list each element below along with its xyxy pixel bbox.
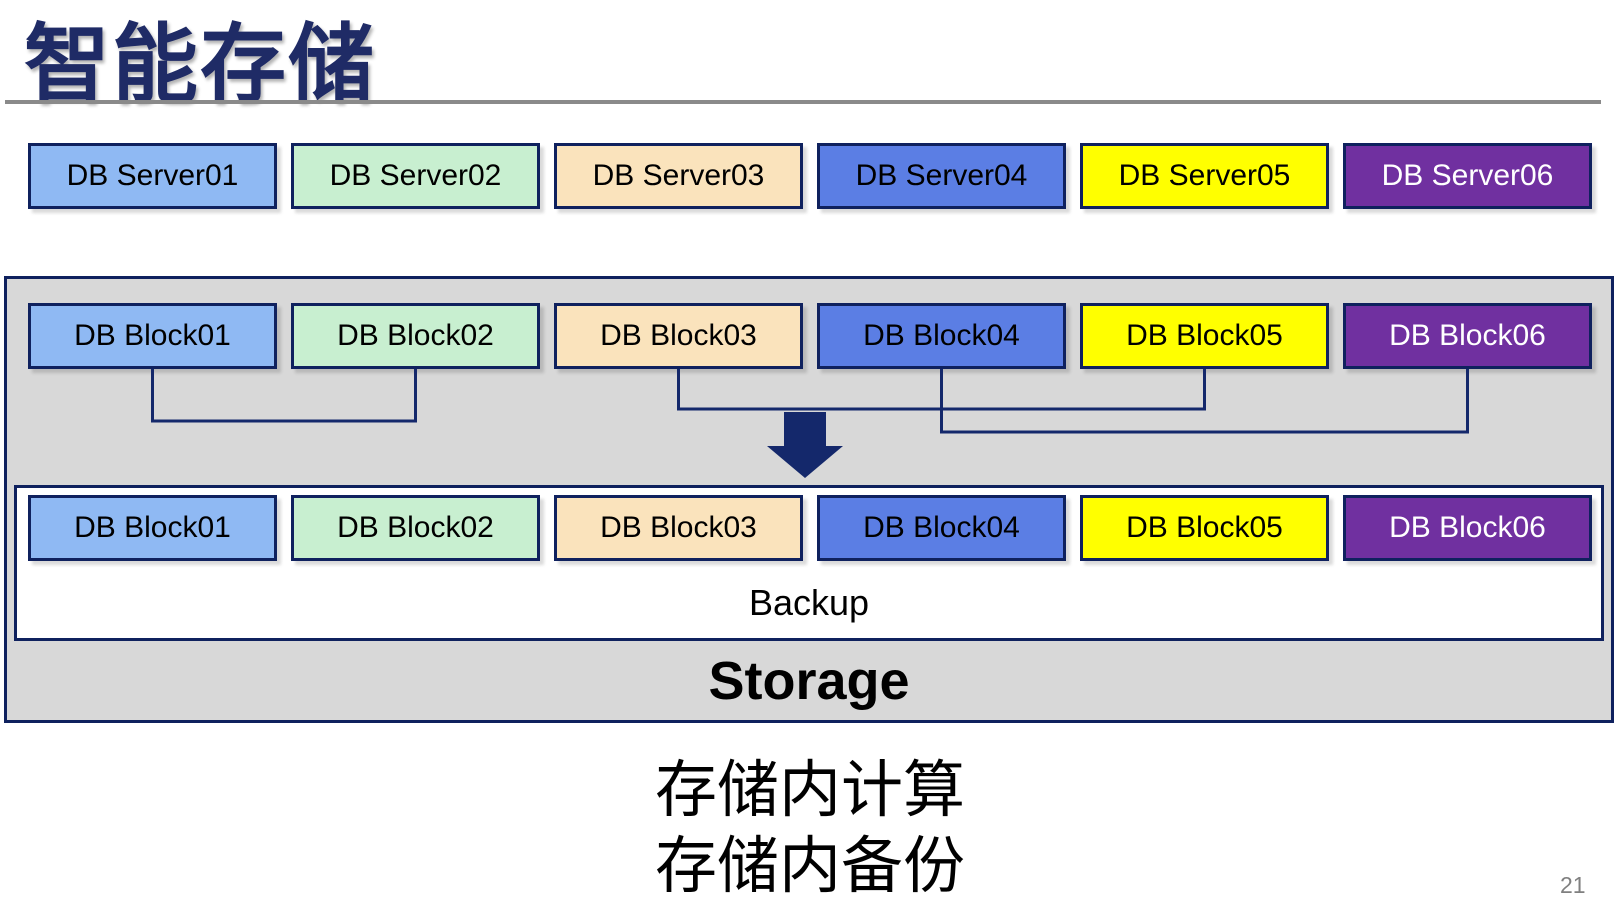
db-server-box: DB Server04 <box>817 143 1066 209</box>
db-block-box: DB Block01 <box>28 495 277 561</box>
page-title: 智能存储 <box>24 17 376 113</box>
db-block-row-bottom: DB Block01 DB Block02 DB Block03 DB Bloc… <box>0 495 1620 561</box>
storage-label: Storage <box>708 651 910 711</box>
db-block-box: DB Block02 <box>291 303 540 369</box>
caption-line-2: 存储内备份 <box>654 832 965 901</box>
db-block-box: DB Block05 <box>1080 303 1329 369</box>
db-block-box: DB Block02 <box>291 495 540 561</box>
db-block-box: DB Block05 <box>1080 495 1329 561</box>
db-block-box: DB Block04 <box>817 303 1066 369</box>
db-block-box: DB Block06 <box>1343 303 1592 369</box>
db-block-box: DB Block01 <box>28 303 277 369</box>
backup-panel <box>14 485 1604 641</box>
title-divider <box>5 100 1601 104</box>
caption-line-1: 存储内计算 <box>654 756 965 825</box>
page-number: 21 <box>1560 872 1586 898</box>
db-server-row: DB Server01 DB Server02 DB Server03 DB S… <box>0 143 1620 209</box>
backup-label: Backup <box>748 582 870 623</box>
db-block-box: DB Block06 <box>1343 495 1592 561</box>
db-server-box: DB Server01 <box>28 143 277 209</box>
db-server-box: DB Server03 <box>554 143 803 209</box>
db-server-box: DB Server06 <box>1343 143 1592 209</box>
db-block-box: DB Block03 <box>554 495 803 561</box>
db-block-box: DB Block03 <box>554 303 803 369</box>
db-server-box: DB Server05 <box>1080 143 1329 209</box>
db-server-box: DB Server02 <box>291 143 540 209</box>
db-block-box: DB Block04 <box>817 495 1066 561</box>
db-block-row-top: DB Block01 DB Block02 DB Block03 DB Bloc… <box>0 303 1620 369</box>
